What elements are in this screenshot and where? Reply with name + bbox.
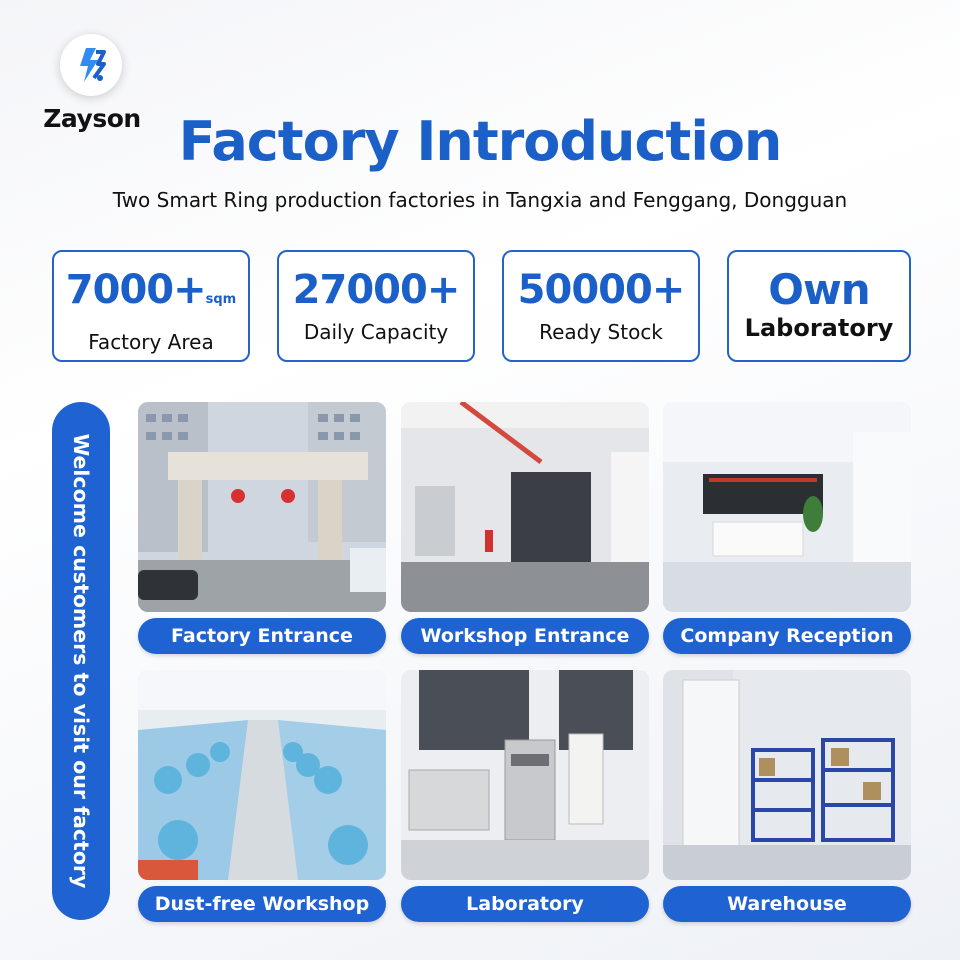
gallery-label-factory-entrance: Factory Entrance — [138, 618, 386, 654]
brand-name: Zayson — [43, 104, 141, 133]
stat-label: Factory Area — [88, 330, 214, 354]
laboratory-photo — [401, 670, 649, 880]
stat-factory-area: 7000+sqm Factory Area — [52, 250, 250, 362]
stat-unit: sqm — [205, 292, 237, 307]
stat-value: 27000+ — [292, 267, 461, 313]
stat-own-laboratory: Own Laboratory — [727, 250, 911, 362]
stat-value: 7000+sqm — [65, 267, 237, 313]
gallery-label-dust-free-workshop: Dust-free Workshop — [138, 886, 386, 922]
brand-logo: Zayson — [36, 34, 148, 144]
gallery-label-laboratory: Laboratory — [401, 886, 649, 922]
factory-entrance-photo — [138, 402, 386, 612]
stat-value: 50000+ — [517, 267, 686, 313]
page-subtitle: Two Smart Ring production factories in T… — [112, 188, 848, 212]
workshop-entrance-photo — [401, 402, 649, 612]
stat-ready-stock: 50000+ Ready Stock — [502, 250, 700, 362]
warehouse-photo — [663, 670, 911, 880]
stat-daily-capacity: 27000+ Daily Capacity — [277, 250, 475, 362]
gallery-label-workshop-entrance: Workshop Entrance — [401, 618, 649, 654]
stat-label: Laboratory — [744, 314, 894, 342]
dust-free-workshop-photo — [138, 670, 386, 880]
side-banner: Welcome customers to visit our factory — [52, 402, 110, 920]
stat-label: Ready Stock — [539, 320, 663, 344]
side-banner-text: Welcome customers to visit our factory — [69, 433, 93, 889]
page-title: Factory Introduction — [178, 110, 783, 173]
gallery-label-warehouse: Warehouse — [663, 886, 911, 922]
stat-value: Own — [768, 265, 870, 314]
gallery-label-company-reception: Company Reception — [663, 618, 911, 654]
stat-label: Daily Capacity — [303, 320, 449, 344]
company-reception-photo — [663, 402, 911, 612]
zayson-logo-icon — [60, 34, 122, 96]
